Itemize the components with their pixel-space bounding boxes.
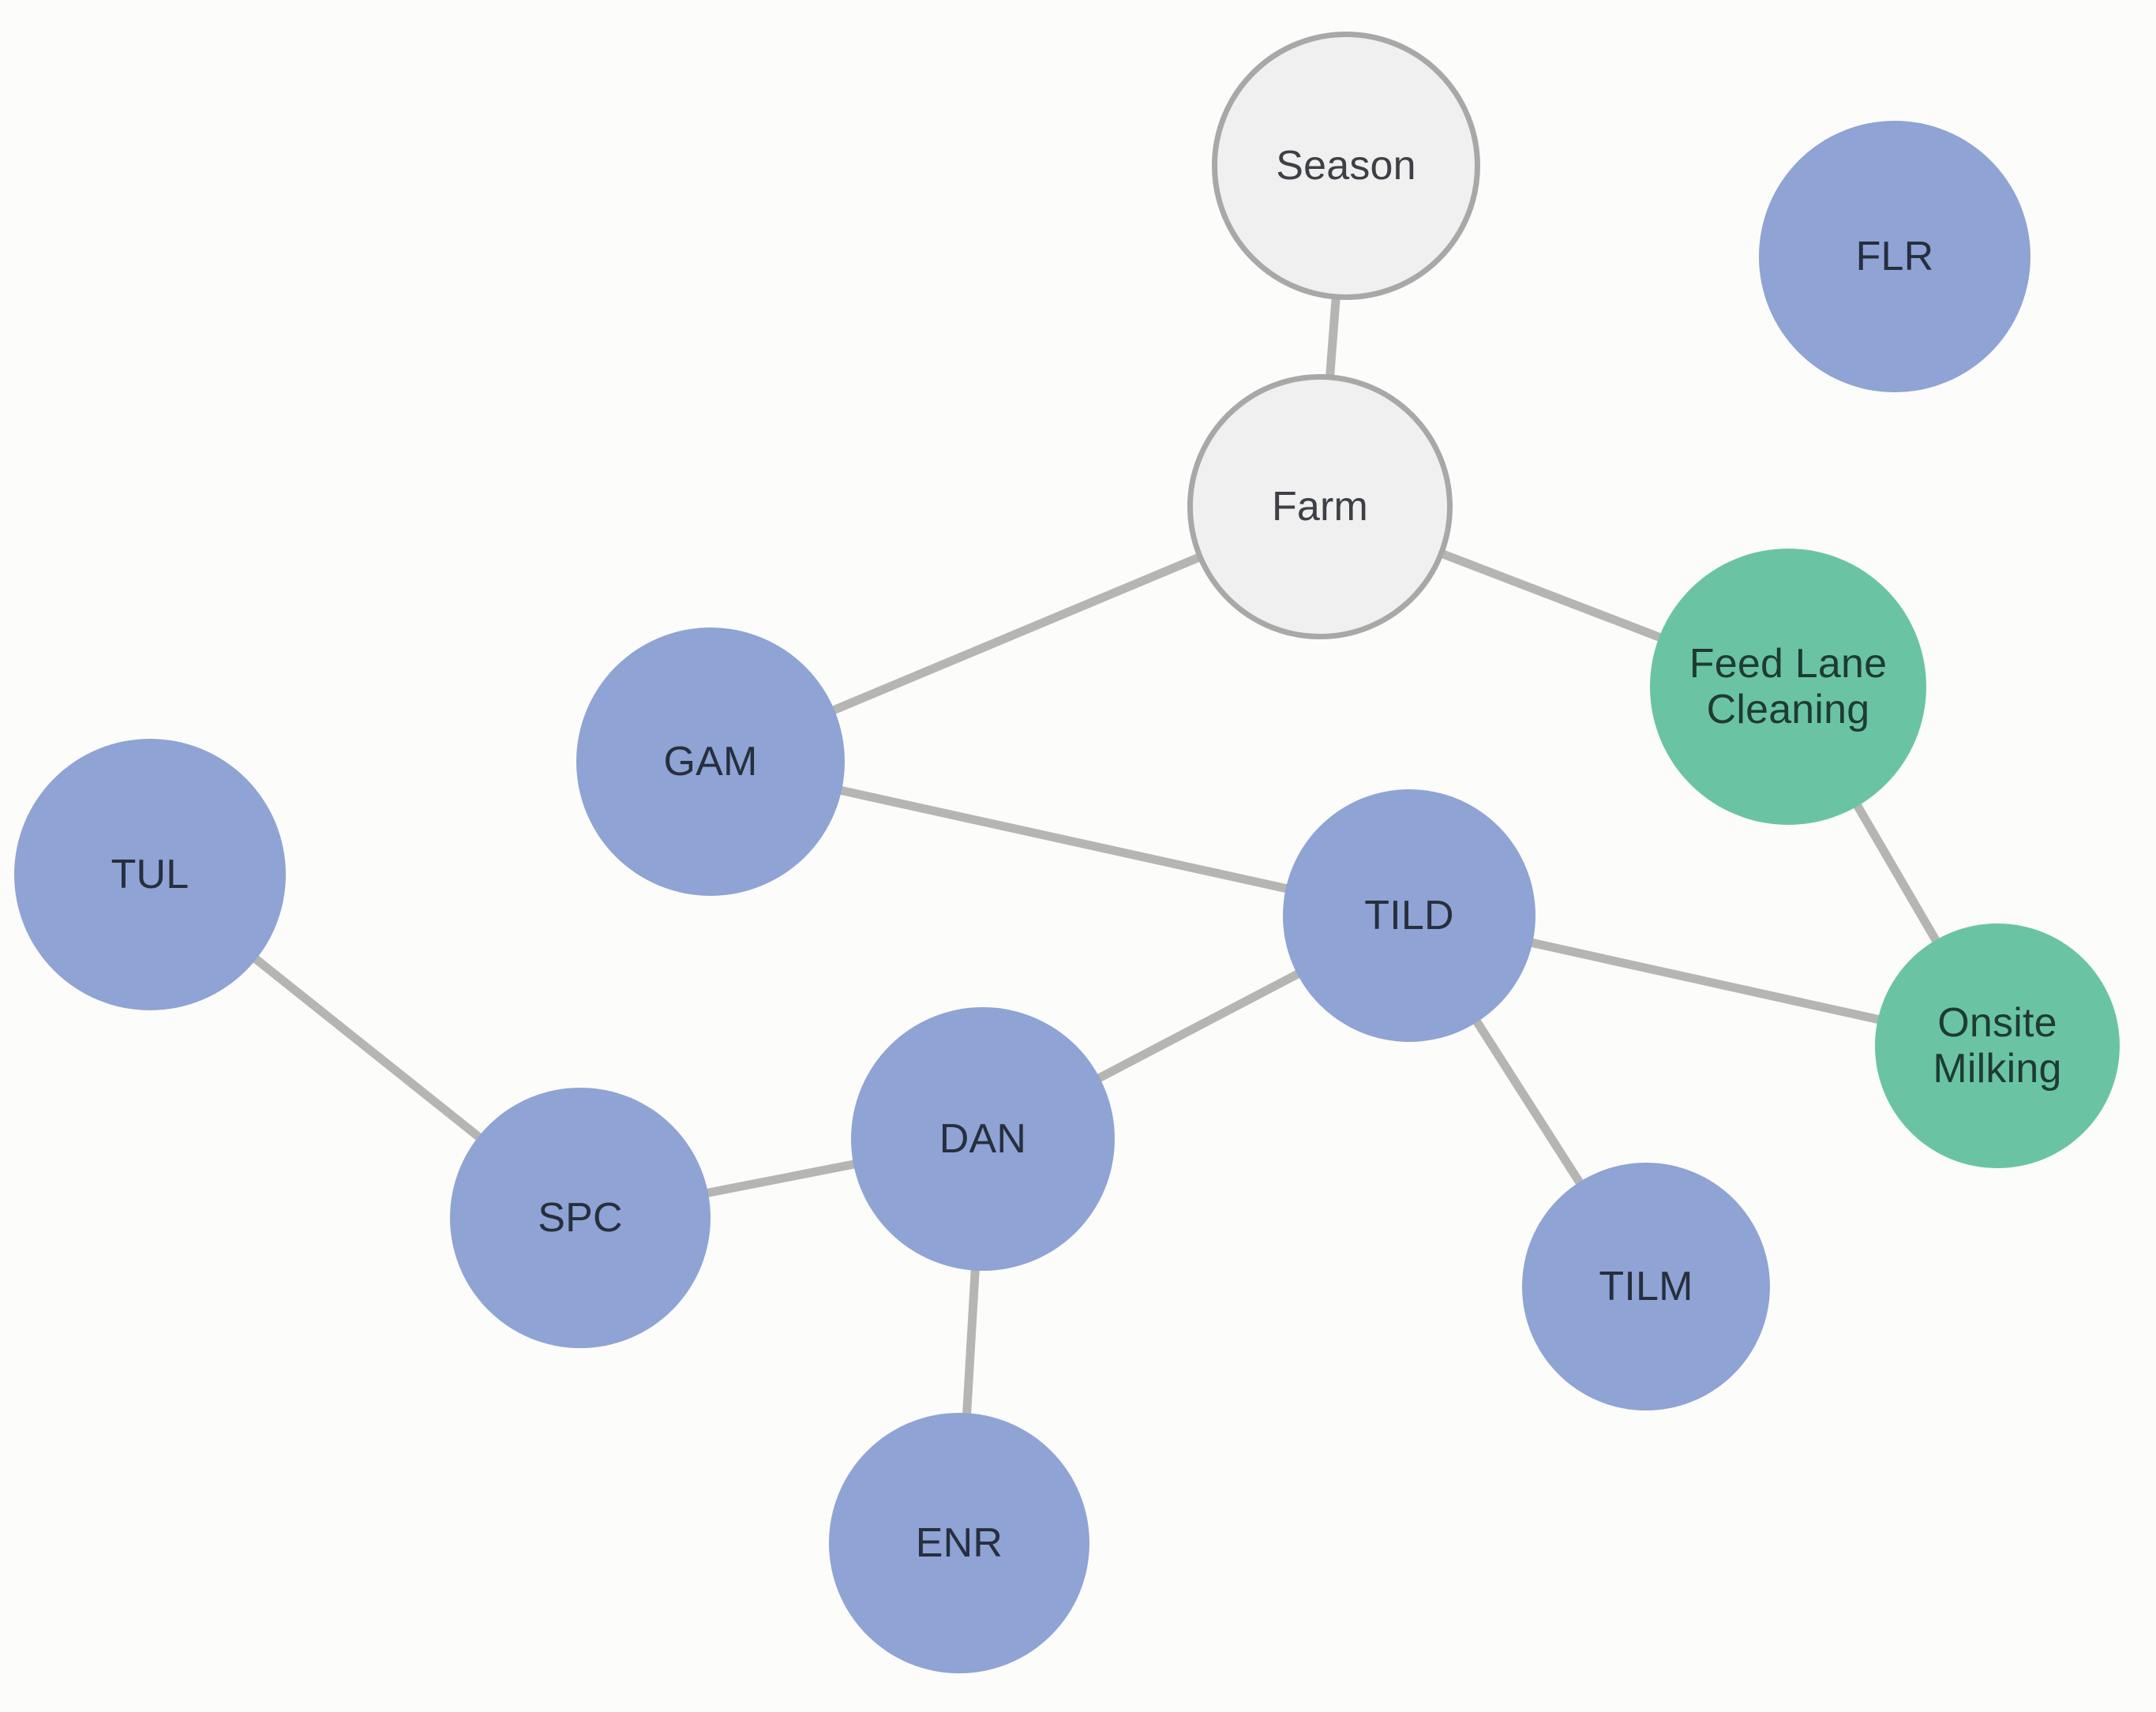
graph-edge-tild-dan bbox=[1096, 969, 1301, 1083]
graph-node-spc[interactable]: SPC bbox=[450, 1088, 711, 1348]
graph-node-gam[interactable]: GAM bbox=[576, 627, 845, 896]
graph-node-label-onsite: Onsite Milking bbox=[1933, 999, 2062, 1092]
graph-node-dan[interactable]: DAN bbox=[851, 1007, 1115, 1271]
graph-edge-tul-spc bbox=[252, 954, 483, 1141]
graph-node-label-flc: Feed Lane Cleaning bbox=[1689, 640, 1888, 732]
graph-node-label-tilm: TILM bbox=[1599, 1263, 1693, 1309]
graph-edge-farm-flc bbox=[1440, 549, 1663, 642]
graph-edge-season-farm bbox=[1325, 298, 1340, 376]
graph-edge-flc-onsite bbox=[1853, 802, 1940, 944]
graph-node-label-spc: SPC bbox=[538, 1194, 623, 1241]
graph-node-label-season: Season bbox=[1276, 142, 1416, 189]
graph-edge-tild-tilm bbox=[1472, 1018, 1584, 1186]
graph-node-onsite[interactable]: Onsite Milking bbox=[1875, 923, 2120, 1168]
graph-edge-spc-dan bbox=[705, 1159, 857, 1198]
graph-node-tilm[interactable]: TILM bbox=[1522, 1163, 1770, 1410]
graph-node-label-dan: DAN bbox=[939, 1115, 1027, 1162]
graph-node-label-tul: TUL bbox=[111, 851, 189, 897]
graph-node-tul[interactable]: TUL bbox=[14, 739, 286, 1010]
graph-node-enr[interactable]: ENR bbox=[829, 1413, 1089, 1673]
graph-node-label-enr: ENR bbox=[915, 1519, 1003, 1566]
graph-node-season[interactable]: Season bbox=[1212, 32, 1480, 300]
graph-node-label-tild: TILD bbox=[1364, 892, 1454, 938]
graph-node-label-farm: Farm bbox=[1271, 483, 1369, 530]
graph-edge-farm-gam bbox=[831, 553, 1201, 715]
graph-node-label-gam: GAM bbox=[663, 738, 758, 785]
graph-node-tild[interactable]: TILD bbox=[1283, 789, 1535, 1042]
graph-node-label-flr: FLR bbox=[1855, 233, 1934, 279]
graph-edge-gam-tild bbox=[838, 785, 1288, 893]
graph-node-flc[interactable]: Feed Lane Cleaning bbox=[1650, 549, 1926, 825]
graph-edge-tild-onsite bbox=[1530, 938, 1880, 1025]
graph-node-flr[interactable]: FLR bbox=[1759, 121, 2030, 392]
graph-node-farm[interactable]: Farm bbox=[1187, 374, 1453, 639]
graph-edge-dan-enr bbox=[962, 1268, 980, 1415]
